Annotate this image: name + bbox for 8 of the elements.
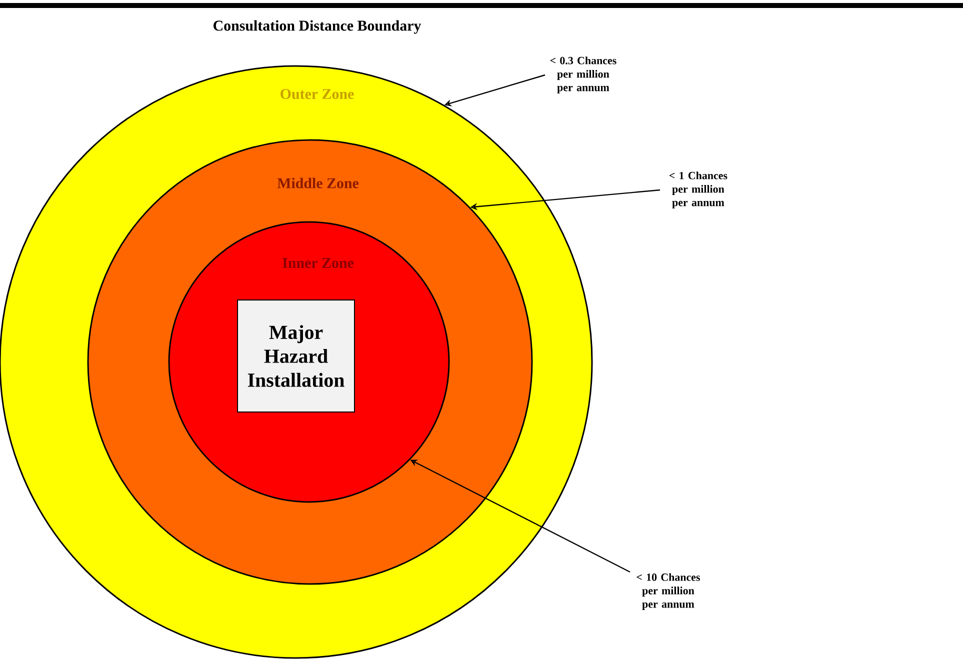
callout-text: < 1 Chances per million per annum — [669, 172, 728, 208]
zone-label: Inner Zone — [282, 258, 354, 268]
zone-label: Middle Zone — [277, 178, 359, 188]
callout-text: < 0.3 Chances per million per annum — [550, 56, 616, 94]
zone-label: Outer Zone — [280, 88, 354, 100]
title: Consultation Distance Boundary — [214, 20, 422, 34]
installation-box: Major Hazard Installation — [237, 300, 355, 412]
callout-text: < 10 Chances per million per annum — [636, 573, 700, 610]
